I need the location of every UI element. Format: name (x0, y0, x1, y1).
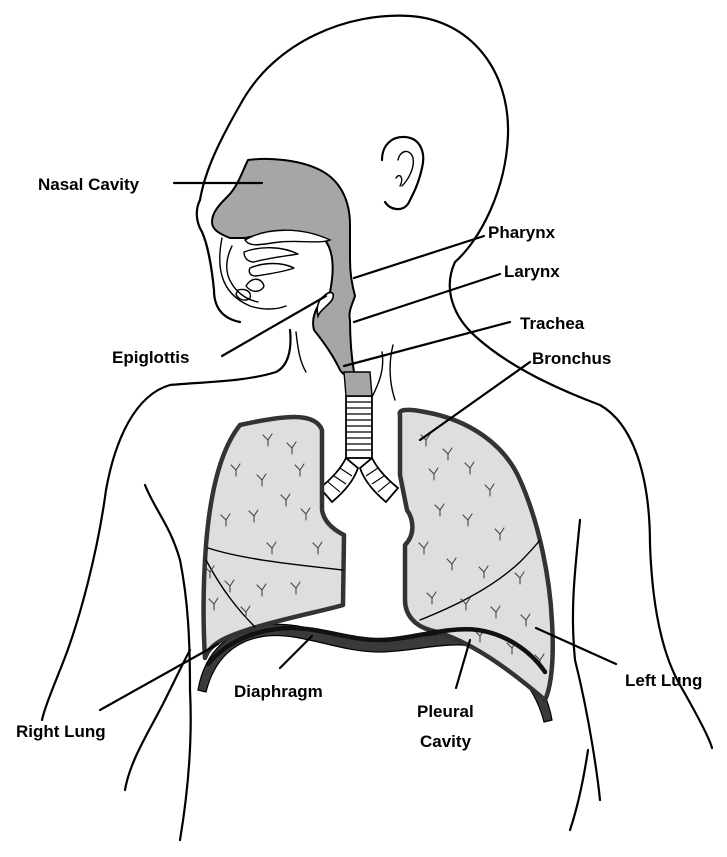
label-nasal-cavity: Nasal Cavity (38, 175, 140, 194)
label-pleural-cavity-line1: Pleural (417, 702, 474, 721)
label-pharynx: Pharynx (488, 223, 556, 242)
leader-pleural-cavity (456, 640, 470, 688)
leader-diaphragm (280, 636, 312, 668)
right-lung-shape (204, 417, 344, 658)
label-diaphragm: Diaphragm (234, 682, 323, 701)
labels: Nasal Cavity Pharynx Larynx Trachea Epig… (16, 175, 702, 751)
mouth-jaw (220, 238, 298, 309)
bronchi (320, 458, 398, 502)
body-outline (42, 16, 712, 840)
leader-epiglottis (222, 296, 326, 356)
label-left-lung: Left Lung (625, 671, 702, 690)
label-right-lung: Right Lung (16, 722, 106, 741)
trachea-tube (344, 372, 372, 458)
leader-pharynx (354, 236, 484, 278)
label-trachea: Trachea (520, 314, 585, 333)
label-pleural-cavity-line2: Cavity (420, 732, 472, 751)
upper-airway (212, 159, 355, 376)
label-bronchus: Bronchus (532, 349, 611, 368)
leader-right-lung (100, 644, 218, 710)
leader-larynx (354, 274, 500, 322)
label-larynx: Larynx (504, 262, 560, 281)
label-epiglottis: Epiglottis (112, 348, 189, 367)
ear (382, 137, 423, 209)
